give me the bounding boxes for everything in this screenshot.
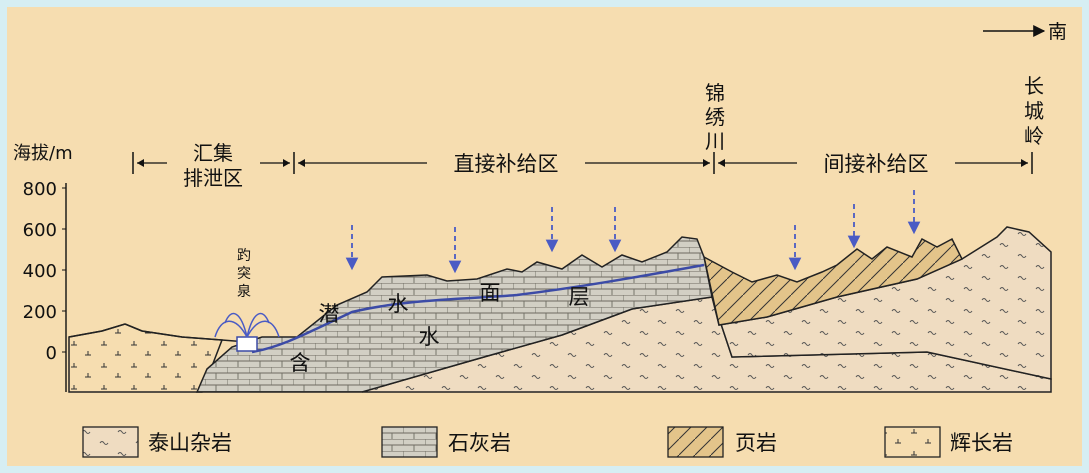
huiji-label-line2: 排泄区 — [183, 166, 243, 190]
legend: 泰山杂岩 石灰岩 页岩 辉长岩 — [82, 426, 1013, 458]
direct-arrow-left — [298, 159, 305, 167]
legend-swatch-shale — [667, 426, 724, 458]
tick-label-800: 800 — [23, 179, 57, 200]
tick-label-600: 600 — [23, 220, 57, 241]
label-shui-lower: 水 — [419, 325, 440, 349]
tick-label-0: 0 — [46, 343, 57, 364]
baotuquan-char1: 趵 — [237, 248, 251, 264]
legend-label-shale: 页岩 — [735, 431, 777, 455]
direct-zone-label: 直接补给区 — [454, 152, 559, 176]
lowland-surface — [68, 323, 248, 343]
changchengling-char3: 岭 — [1024, 124, 1044, 148]
tick-label-200: 200 — [23, 302, 57, 323]
baotu-spring-icon — [236, 336, 258, 352]
legend-label-limestone: 石灰岩 — [448, 431, 511, 455]
huiji-arrow-left — [137, 159, 144, 167]
label-mian: 面 — [480, 281, 501, 305]
y-axis-label: 海拔/m — [13, 143, 73, 164]
label-shui-upper: 水 — [388, 292, 409, 316]
shale-region — [702, 237, 964, 326]
indirect-arrow-left — [718, 159, 725, 167]
baotuquan-char3: 泉 — [237, 283, 251, 300]
legend-swatch-gabbro — [884, 426, 941, 458]
spring-jet-1 — [214, 320, 248, 338]
jinxiuchuan-char3: 川 — [705, 129, 725, 153]
legend-label-taishan: 泰山杂岩 — [148, 431, 232, 455]
jinxiuchuan-char2: 绣 — [705, 105, 725, 129]
label-han: 含 — [290, 351, 311, 375]
water-table-line — [251, 263, 705, 354]
spring-jet-2 — [224, 312, 248, 338]
gabbro-region — [68, 323, 224, 393]
baotuquan-char2: 突 — [237, 266, 251, 282]
jinxiuchuan-char1: 锦 — [705, 81, 725, 105]
indirect-zone-label: 间接补给区 — [824, 152, 929, 176]
legend-swatch-taishan — [82, 426, 139, 458]
label-ceng: 层 — [569, 285, 590, 309]
direction-label: 南 — [1048, 21, 1067, 43]
limestone-region — [195, 236, 713, 393]
spring-jet-3 — [246, 312, 270, 338]
tick-label-400: 400 — [23, 261, 57, 282]
changchengling-char2: 城 — [1024, 99, 1044, 123]
diagram-panel: 南 海拔/m 800 600 400 200 0 汇集 排泄区 直接补给区 间接… — [7, 7, 1082, 466]
spring-jet-4 — [246, 320, 280, 338]
huiji-arrow-right — [283, 159, 290, 167]
label-qian: 潜 — [319, 302, 340, 326]
geologic-cross-section: 南 海拔/m 800 600 400 200 0 汇集 排泄区 直接补给区 间接… — [13, 21, 1067, 458]
direct-arrow-right — [703, 159, 710, 167]
huiji-label-line1: 汇集 — [193, 141, 233, 165]
changchengling-char1: 长 — [1024, 74, 1044, 98]
legend-label-gabbro: 辉长岩 — [950, 431, 1013, 455]
indirect-arrow-right — [1021, 159, 1028, 167]
legend-swatch-limestone — [381, 426, 438, 458]
